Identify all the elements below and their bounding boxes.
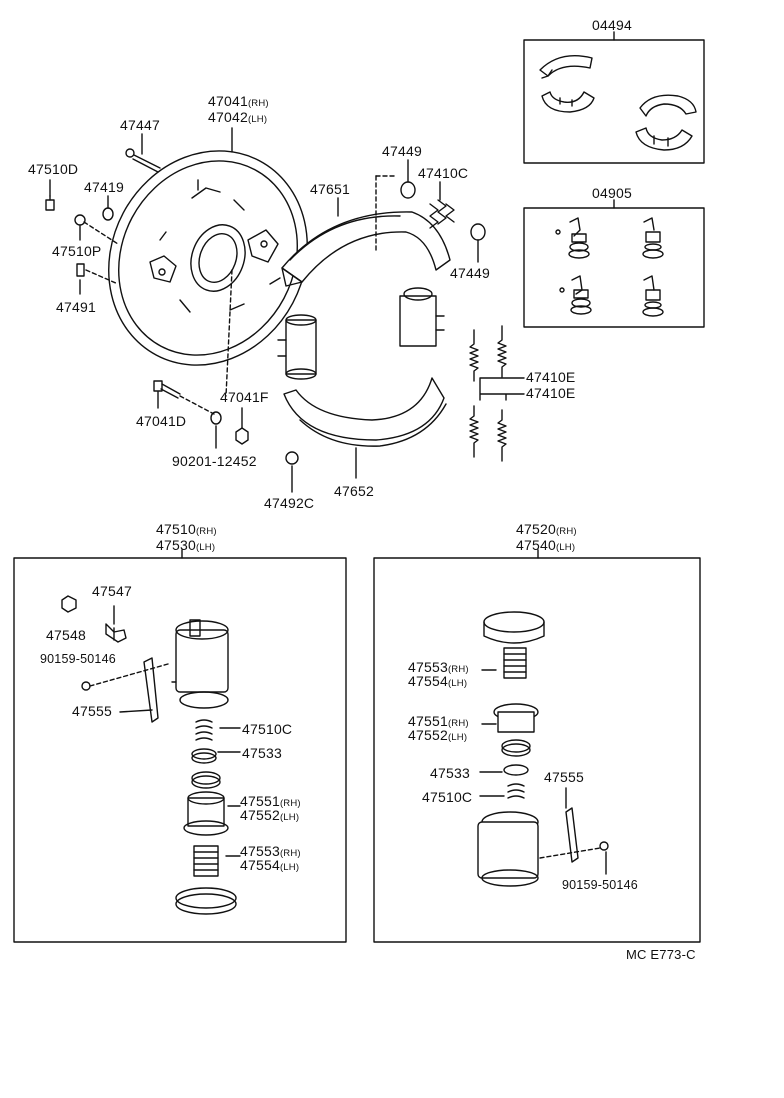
label-47410C: 47410C bbox=[418, 165, 469, 181]
label-47553-left: 47553(RH) bbox=[240, 843, 301, 859]
left-box-title-1: 47510(RH) bbox=[156, 521, 217, 537]
label-47492C: 47492C bbox=[264, 495, 315, 511]
label-47410E-b: 47410E bbox=[526, 385, 576, 401]
label-47548: 47548 bbox=[46, 627, 86, 643]
label-47042: 47042(LH) bbox=[208, 109, 268, 125]
label-90201-12452: 90201-12452 bbox=[172, 453, 257, 469]
label-90159-50146-left: 90159-50146 bbox=[40, 652, 116, 666]
label-47449-top: 47449 bbox=[382, 143, 422, 159]
cap-47510P-icon bbox=[74, 214, 86, 226]
label-47419: 47419 bbox=[84, 179, 124, 195]
washer-90201-icon bbox=[210, 411, 222, 425]
label-47041F: 47041F bbox=[220, 389, 269, 405]
label-47449-bottom: 47449 bbox=[450, 265, 490, 281]
label-47510C-right: 47510C bbox=[422, 789, 473, 805]
label-47041D: 47041D bbox=[136, 413, 187, 429]
label-47555-right: 47555 bbox=[544, 769, 584, 785]
bolt-47041D-icon bbox=[153, 380, 181, 399]
label-47551-right: 47551(RH) bbox=[408, 713, 469, 729]
label-47533-left: 47533 bbox=[242, 745, 282, 761]
left-box-title-2: 47530(LH) bbox=[156, 537, 216, 553]
brake-shoe-rear-icon bbox=[283, 377, 447, 447]
label-47510D: 47510D bbox=[28, 161, 79, 177]
nut-47041F-icon bbox=[235, 427, 249, 445]
label-47533-right: 47533 bbox=[430, 765, 470, 781]
label-hardware-kit: 04905 bbox=[592, 185, 632, 201]
label-shoe-kit: 04494 bbox=[592, 17, 632, 33]
brake-shoe-icon bbox=[539, 55, 697, 151]
backing-plate-icon bbox=[108, 150, 308, 366]
label-47551-left: 47551(RH) bbox=[240, 793, 301, 809]
label-47651: 47651 bbox=[310, 181, 350, 197]
label-47652: 47652 bbox=[334, 483, 374, 499]
nut-47419-icon bbox=[102, 207, 114, 221]
label-47547: 47547 bbox=[92, 583, 132, 599]
clip-47491-icon bbox=[76, 263, 85, 277]
label-47041: 47041(RH) bbox=[208, 93, 269, 109]
left-cylinder-box bbox=[13, 557, 347, 943]
diagram-code: MC E773-C bbox=[626, 947, 696, 962]
label-47491: 47491 bbox=[56, 299, 96, 315]
label-47510P: 47510P bbox=[52, 243, 102, 259]
label-47410E-a: 47410E bbox=[526, 369, 576, 385]
spring-47410C-icon bbox=[429, 199, 455, 229]
label-47553-right: 47553(RH) bbox=[408, 659, 469, 675]
brake-shoe-front-icon bbox=[281, 211, 451, 287]
label-47554-right: 47554(LH) bbox=[408, 673, 468, 689]
return-spring-icon bbox=[469, 325, 507, 462]
wheel-cylinder-right-icon bbox=[399, 287, 445, 347]
label-90159-50146-right: 90159-50146 bbox=[562, 878, 638, 892]
label-47552-left: 47552(LH) bbox=[240, 807, 300, 823]
label-47554-left: 47554(LH) bbox=[240, 857, 300, 873]
wheel-cylinder-left-icon bbox=[277, 314, 317, 380]
bolt-47447-icon bbox=[125, 148, 161, 173]
hardware-kit-box bbox=[523, 207, 705, 328]
cap-47449-icon bbox=[400, 181, 416, 199]
cap-47449-lower-icon bbox=[470, 223, 486, 241]
bleeder-bolt-icon bbox=[45, 195, 55, 211]
right-box-title-1: 47520(RH) bbox=[516, 521, 577, 537]
label-47447: 47447 bbox=[120, 117, 160, 133]
label-47552-right: 47552(LH) bbox=[408, 727, 468, 743]
hardware-kit-icon bbox=[555, 217, 664, 317]
right-box-title-2: 47540(LH) bbox=[516, 537, 576, 553]
left-cylinder-assembly-icon bbox=[61, 595, 237, 915]
adjuster-47492C-icon bbox=[285, 451, 299, 465]
right-cylinder-box bbox=[373, 557, 701, 943]
label-47510C-left: 47510C bbox=[242, 721, 293, 737]
label-47555-left: 47555 bbox=[72, 703, 112, 719]
right-cylinder-assembly-icon bbox=[477, 611, 609, 887]
